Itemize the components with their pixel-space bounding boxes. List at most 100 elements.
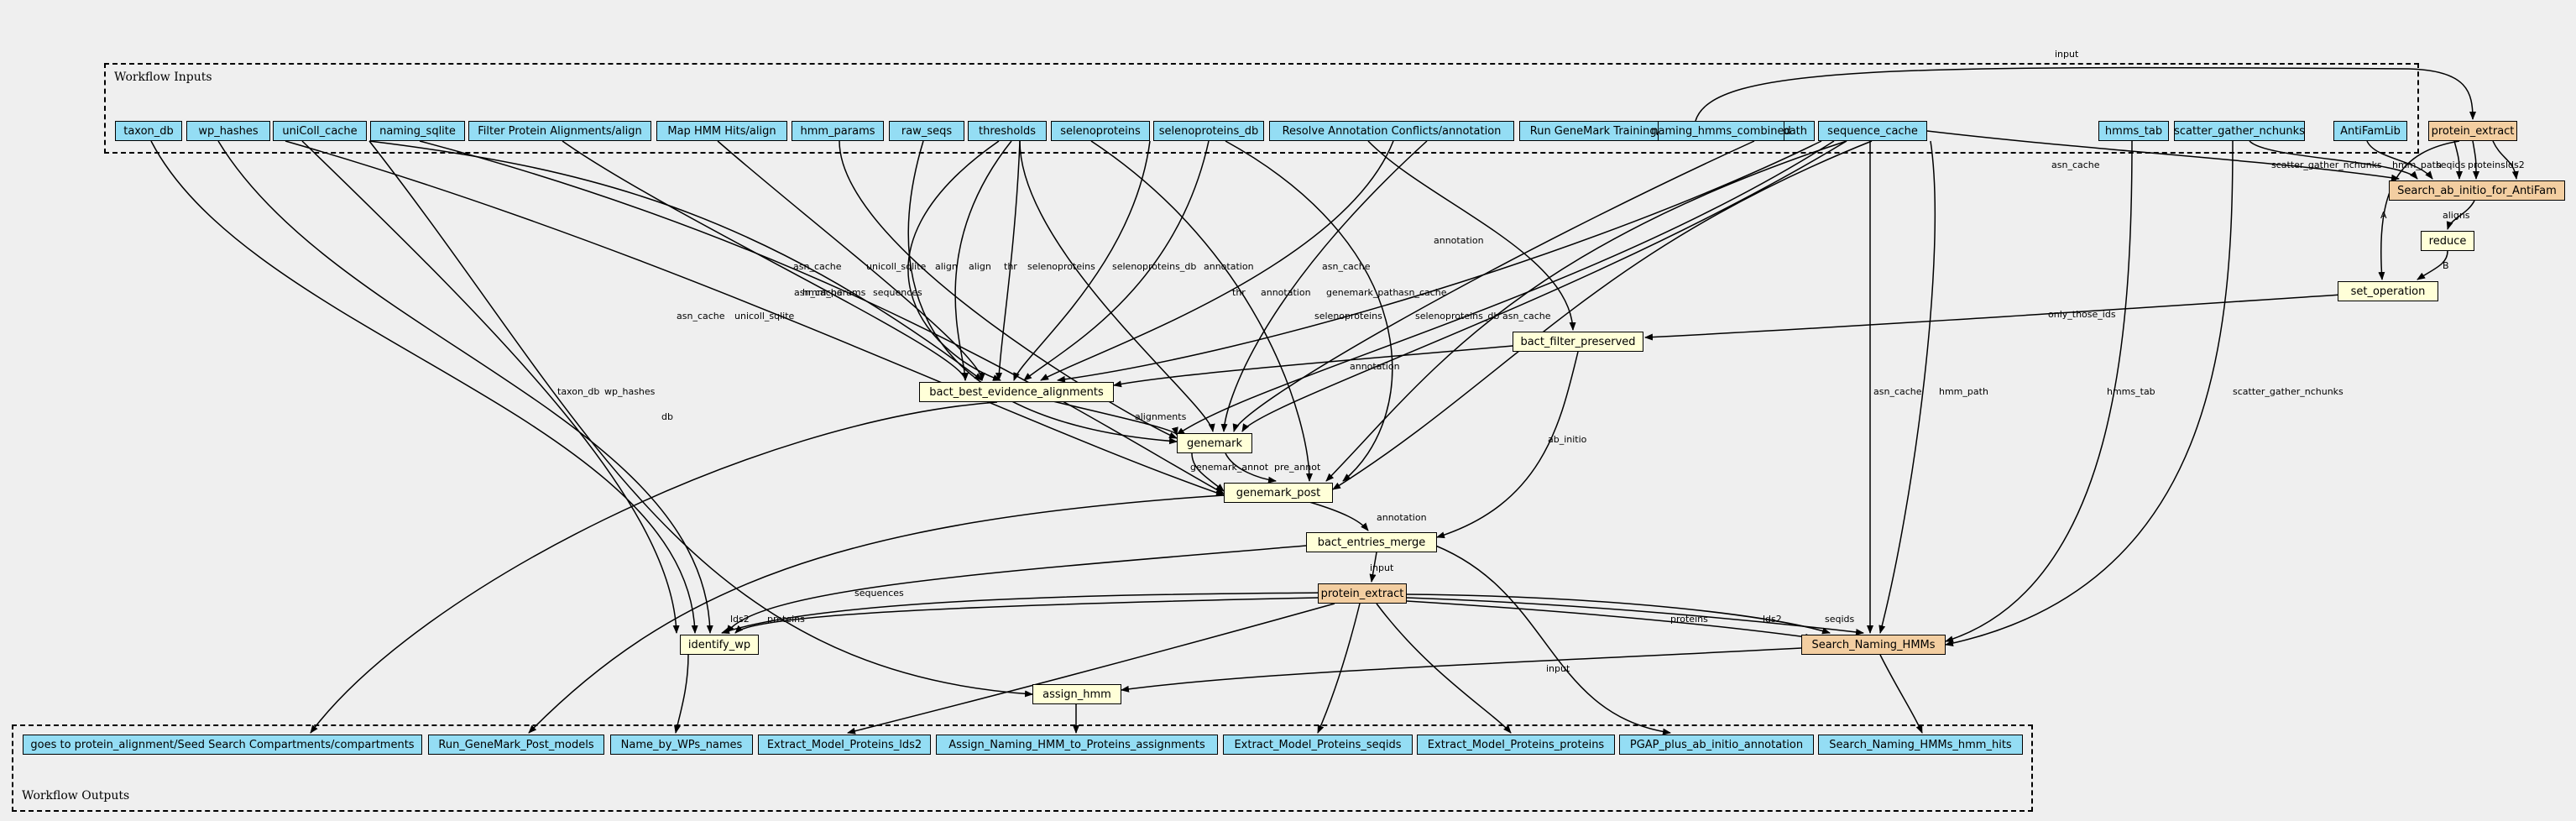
edge-label-lds2-snh: lds2 (1763, 614, 1782, 625)
input-hmms-tab[interactable]: hmms_tab (2098, 121, 2169, 141)
edge-connector (285, 140, 1225, 496)
edge-connector (907, 140, 1001, 381)
edge-connector (368, 140, 983, 381)
input-sequence-cache[interactable]: sequence_cache (1818, 121, 1927, 141)
edge-label-input-mid: input (1370, 562, 1394, 573)
workflow-outputs-label: Workflow Outputs (22, 789, 130, 803)
input-unicoll-cache[interactable]: uniColl_cache (273, 121, 367, 141)
edge-label-asn-cache-gp0: asn_cache (1322, 261, 1371, 272)
input-map-hmm-hits-align[interactable]: Map HMM Hits/align (656, 121, 787, 141)
edge-label-pre-annot: pre_annot (1274, 462, 1321, 473)
edge-connector (2472, 140, 2479, 180)
edge-label-selenoproteins-db-be: selenoproteins_db (1112, 261, 1197, 272)
step-reduce[interactable]: reduce (2421, 231, 2474, 251)
step-bact-entries-merge[interactable]: bact_entries_merge (1306, 532, 1437, 552)
edge-connector (1406, 600, 1814, 641)
edge-label-proteins-snh: proteins (1670, 614, 1708, 625)
edge-connector (1426, 541, 1671, 735)
input-thresholds[interactable]: thresholds (968, 121, 1047, 141)
edge-connector (2446, 200, 2475, 230)
workflow-inputs-label: Workflow Inputs (114, 71, 212, 84)
edge-connector (1090, 140, 1313, 482)
output-pgap-plus-ab-initio-annotation[interactable]: PGAP_plus_ab_initio_annotation (1619, 735, 1814, 755)
step-search-naming-hmms[interactable]: Search_Naming_HMMs (1801, 635, 1946, 655)
input-wp-hashes[interactable]: wp_hashes (186, 121, 270, 141)
edge-connector (839, 140, 1178, 439)
input-scatter-gather-nchunks[interactable]: scatter_gather_nchunks (2174, 121, 2305, 141)
edge-label-asn-cache-be: asn_cache (793, 261, 842, 272)
edge-label-annotation-merge: annotation (1377, 512, 1427, 523)
step-search-ab-initio-for-antifam[interactable]: Search_ab_initio_for_AntiFam (2389, 180, 2565, 201)
edge-connector (1225, 140, 1393, 482)
edge-connector (1367, 140, 1576, 331)
step-genemark-post[interactable]: genemark_post (1224, 483, 1333, 503)
step-protein-extract-top[interactable]: protein_extract (2428, 121, 2517, 141)
input-hmm-params[interactable]: hmm_params (792, 121, 884, 141)
edge-connector (1945, 140, 2133, 643)
step-assign-hmm[interactable]: assign_hmm (1032, 684, 1121, 704)
input-selenoproteins-db[interactable]: selenoproteins_db (1153, 121, 1264, 141)
edge-label-genemark-annot: genemark_annot (1190, 462, 1269, 473)
step-genemark[interactable]: genemark (1177, 433, 1252, 453)
edge-label-hmms-tab: hmms_tab (2107, 386, 2155, 397)
edge-label-alignments: alignments (1135, 411, 1187, 422)
edge-label-align1: align (935, 261, 958, 272)
edge-label-hmm-params-shown: hmm_params (802, 287, 866, 298)
input-selenoproteins[interactable]: selenoproteins (1051, 121, 1150, 141)
output-run-genemark-post-models[interactable]: Run_GeneMark_Post_models (428, 735, 604, 755)
input-filter-protein-alignments-align[interactable]: Filter Protein Alignments/align (468, 121, 651, 141)
edge-connector (1013, 140, 1151, 381)
edge-connector (1040, 140, 1394, 381)
edge-label-seqids-snh: seqids (1825, 614, 1855, 625)
edge-label-lds2: lds2 (2505, 159, 2525, 170)
output-search-naming-hmms-hmm-hits[interactable]: Search_Naming_HMMs_hmm_hits (1818, 735, 2023, 755)
edge-label-asn-cache-gp: asn_cache (1502, 311, 1551, 322)
edge-label-asn-cache-snh: asn_cache (1873, 386, 1922, 397)
edge-connector (1225, 452, 1277, 484)
output-name-by-wps-names[interactable]: Name_by_WPs_names (610, 735, 753, 755)
edge-label-annotation-filter: annotation (1434, 235, 1484, 246)
edge-connector (2492, 140, 2519, 180)
step-set-operation[interactable]: set_operation (2338, 281, 2438, 301)
edge-connector (2417, 250, 2448, 280)
step-identify-wp[interactable]: identify_wp (680, 635, 759, 655)
edge-label-asn-cache-gp-left: asn_cache (677, 311, 725, 322)
edge-label-thr-be: thr (1004, 261, 1017, 272)
edge-label-input-assign: input (1546, 663, 1570, 674)
edge-label-selenoproteins-gp: selenoproteins (1314, 311, 1382, 322)
edge-label-align2: align (969, 261, 991, 272)
input-taxon-db[interactable]: taxon_db (115, 121, 182, 141)
step-bact-best-evidence-alignments[interactable]: bact_best_evidence_alignments (919, 382, 1114, 402)
step-bact-filter-preserved[interactable]: bact_filter_preserved (1513, 332, 1643, 352)
input-resolve-annotation-conflicts-annotation[interactable]: Resolve Annotation Conflicts/annotation (1269, 121, 1514, 141)
step-protein-extract-mid[interactable]: protein_extract (1318, 583, 1407, 604)
edge-label-proteins-wp: proteins (767, 614, 805, 625)
output-assign-naming-hmm-to-proteins-assignments[interactable]: Assign_Naming_HMM_to_Proteins_assignment… (936, 735, 1218, 755)
edge-connector (721, 592, 1327, 634)
edge-label-hmm-path-antifam: hmm_path (2392, 159, 2442, 170)
output-compartments[interactable]: goes to protein_alignment/Seed Search Co… (23, 735, 422, 755)
output-extract-model-proteins-lds2[interactable]: Extract_Model_Proteins_lds2 (758, 735, 931, 755)
edge-label-scatter-antifam: scatter_gather_nchunks (2271, 159, 2382, 170)
output-extract-model-proteins-proteins[interactable]: Extract_Model_Proteins_proteins (1417, 735, 1615, 755)
edge-connector (2378, 140, 2460, 280)
edge-label-ab-initio: ab_initio (1548, 434, 1587, 445)
output-extract-model-proteins-seqids[interactable]: Extract_Model_Proteins_seqids (1223, 735, 1413, 755)
edge-connector (1436, 351, 1579, 539)
edge-connector (1176, 140, 1835, 436)
input-naming-hmms-combined-real-node[interactable]: naming_hmms_combined (1651, 121, 1791, 141)
edge-connector (528, 494, 1225, 734)
input-naming-sqlite[interactable]: naming_sqlite (370, 121, 465, 141)
edge-label-aligns: aligns (2443, 210, 2470, 221)
edge-label-selenoproteins-be: selenoproteins (1027, 261, 1095, 272)
input-antifamlib[interactable]: AntiFamLib (2333, 121, 2407, 141)
input-raw-seqs[interactable]: raw_seqs (889, 121, 964, 141)
edge-connector (717, 140, 985, 381)
edge-label-db: db (661, 411, 673, 422)
edge-connector (1057, 140, 1822, 383)
edge-connector (1019, 140, 1215, 432)
edge-connector (301, 140, 680, 634)
edge-connector (1325, 140, 1847, 482)
edge-label-proteins: proteins (2468, 159, 2505, 170)
